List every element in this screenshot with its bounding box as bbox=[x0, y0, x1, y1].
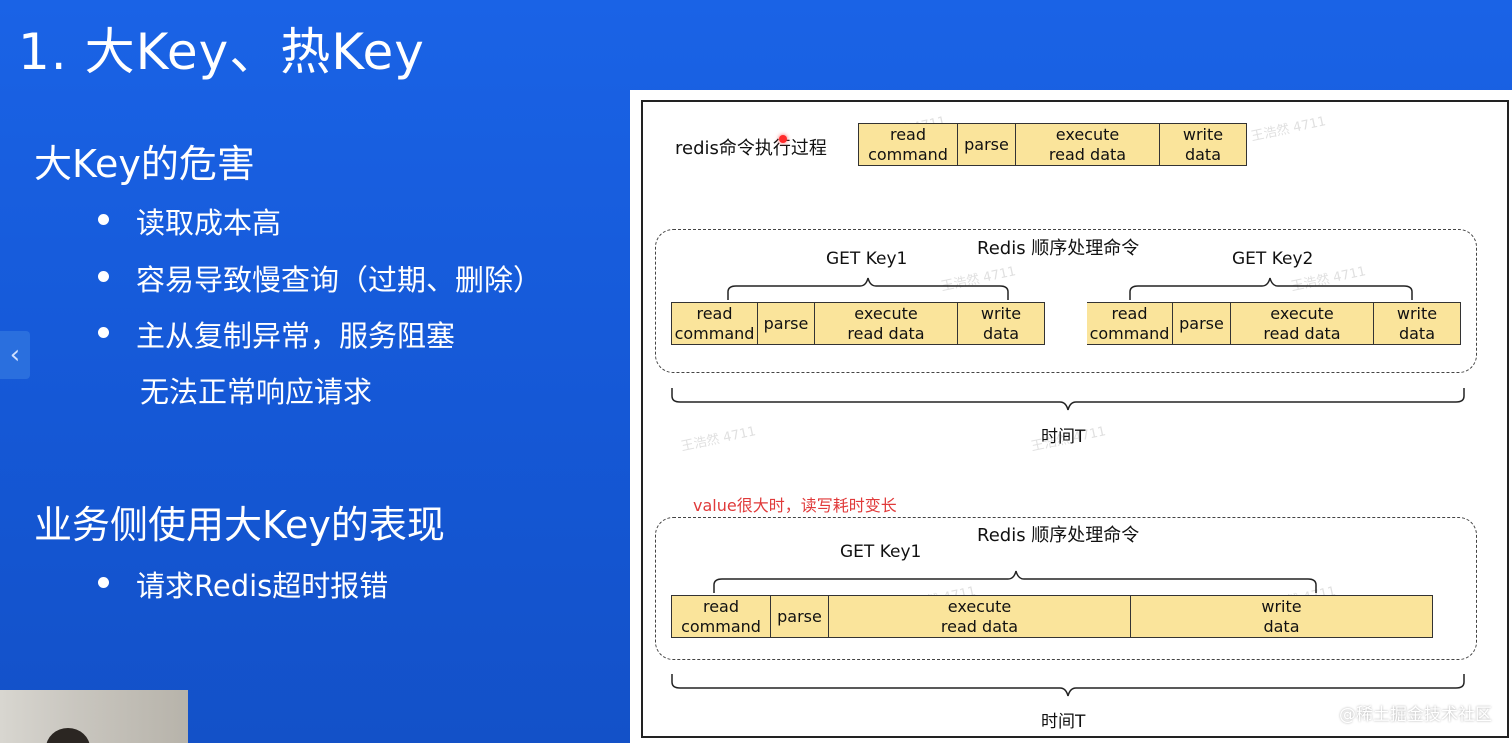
time-axis-label: 时间T bbox=[1041, 712, 1086, 732]
stage-execute: execute read data bbox=[1016, 123, 1160, 166]
webcam-overlay bbox=[0, 690, 188, 743]
stage-read-command: read command bbox=[1087, 302, 1173, 345]
key2-brace bbox=[1129, 277, 1413, 300]
stage-read-command: read command bbox=[858, 123, 958, 166]
key1-label: GET Key1 bbox=[840, 542, 922, 562]
stage-parse: parse bbox=[758, 302, 815, 345]
key2-label: GET Key2 bbox=[1232, 249, 1314, 269]
stage-parse: parse bbox=[771, 595, 829, 638]
key1-brace bbox=[713, 570, 1317, 593]
section-heading-symptoms: 业务侧使用大Key的表现 bbox=[34, 503, 445, 547]
presenter-head bbox=[46, 728, 90, 743]
stage-execute: execute read data bbox=[815, 302, 958, 345]
sequential-group-label: Redis 顺序处理命令 bbox=[977, 525, 1140, 546]
bullet-dot bbox=[98, 577, 109, 588]
sequential-group-label: Redis 顺序处理命令 bbox=[977, 238, 1140, 259]
stage-read-command: read command bbox=[671, 595, 771, 638]
section-heading-harm: 大Key的危害 bbox=[34, 142, 255, 186]
prev-slide-button[interactable]: ‹ bbox=[0, 331, 30, 379]
stage-write-data: write data bbox=[1131, 595, 1433, 638]
chevron-left-icon: ‹ bbox=[9, 340, 21, 370]
bullet-dot bbox=[98, 214, 109, 225]
slide-title: 1. 大Key、热Key bbox=[18, 23, 425, 81]
bullet-item: 读取成本高 bbox=[136, 206, 282, 240]
stage-write-data: write data bbox=[1374, 302, 1461, 345]
stage-execute: execute read data bbox=[1231, 302, 1374, 345]
exec-process-label: redis命令执行过程 bbox=[675, 138, 827, 159]
time-brace bbox=[671, 674, 1465, 697]
sequential-group-box bbox=[655, 229, 1477, 373]
bullet-continuation: 无法正常响应请求 bbox=[140, 375, 373, 409]
stage-write-data: write data bbox=[1160, 123, 1247, 166]
time-brace bbox=[671, 388, 1465, 411]
time-axis-label: 时间T bbox=[1041, 427, 1086, 447]
diagram-frame bbox=[641, 100, 1509, 738]
laser-pointer bbox=[779, 135, 787, 143]
key1-brace bbox=[727, 277, 1009, 300]
key1-label: GET Key1 bbox=[826, 249, 908, 269]
sequential-group-box bbox=[655, 517, 1477, 660]
stage-read-command: read command bbox=[671, 302, 758, 345]
stage-parse: parse bbox=[1173, 302, 1231, 345]
bullet-item: 请求Redis超时报错 bbox=[136, 569, 389, 603]
stage-parse: parse bbox=[958, 123, 1016, 166]
large-value-note: value很大时，读写耗时变长 bbox=[693, 496, 897, 515]
stage-write-data: write data bbox=[958, 302, 1045, 345]
bullet-dot bbox=[98, 327, 109, 338]
bullet-item: 容易导致慢查询（过期、删除） bbox=[136, 263, 543, 297]
brand-watermark: @稀土掘金技术社区 bbox=[1339, 705, 1492, 725]
bullet-dot bbox=[98, 271, 109, 282]
stage-execute: execute read data bbox=[829, 595, 1131, 638]
bullet-item: 主从复制异常，服务阻塞 bbox=[136, 319, 456, 353]
